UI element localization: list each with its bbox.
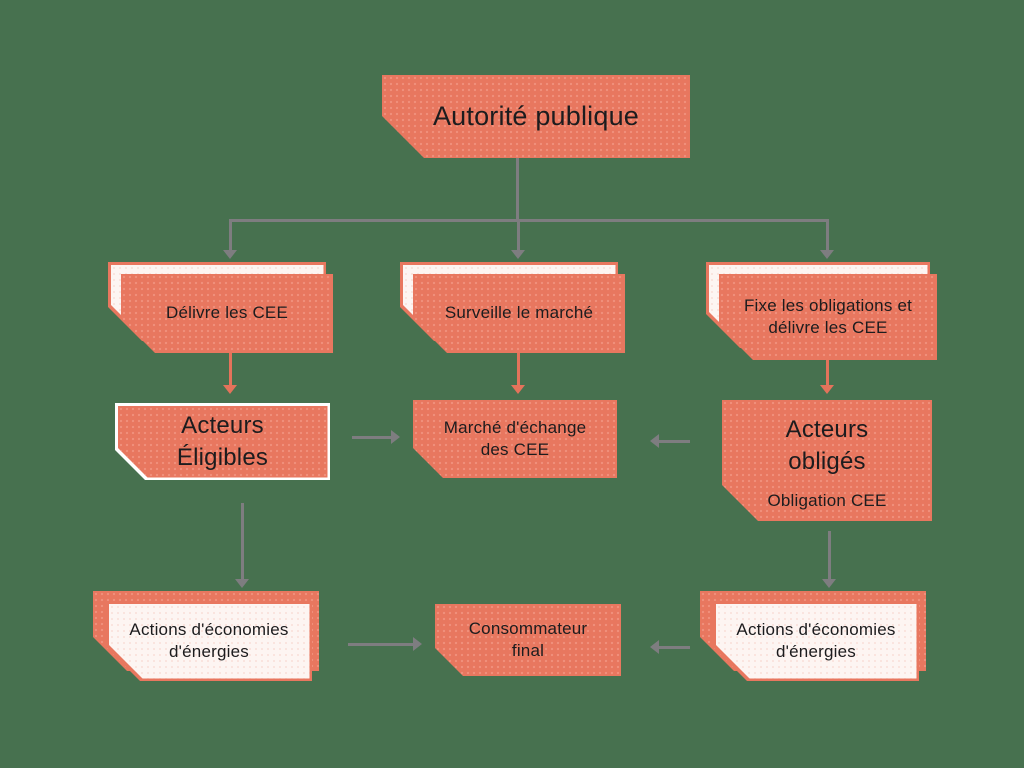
arrow-eligibles-to-marche [352,430,400,444]
surveille-front-sheet: Surveille le marché [413,274,625,353]
delivre-front-sheet: Délivre les CEE [121,274,333,353]
actions-right-front-sheet: Actions d'économies d'énergies [713,601,919,681]
marche-label: Marché d'échange des CEE [443,417,587,459]
obliges-label: Acteurs obligés [785,416,869,475]
arrow-actions-left-to-consommateur [348,637,422,651]
arrow-autorite-to-delivre [223,221,237,259]
arrow-obliges-to-marche [650,434,690,448]
autorite-sheet: Autorité publique [382,75,690,158]
arrow-delivre-to-eligibles [223,351,237,394]
autorite-label: Autorité publique [432,100,640,131]
connector-trunk-line [516,158,519,222]
arrow-fixe-to-obliges [820,351,834,394]
actions-right-label: Actions d'économies d'énergies [736,619,896,661]
consommateur-label: Consommateur final [468,618,588,660]
arrow-eligibles-to-actions [235,503,249,588]
arrow-autorite-to-fixe [820,221,834,259]
eligibles-label: Acteurs Éligibles [176,411,269,471]
consommateur-sheet: Consommateur final [435,604,621,676]
obliges-sublabel: Obligation CEE [767,490,887,510]
connector-branch-line [229,219,829,222]
obliges-sheet: Acteurs obligés Obligation CEE [722,400,932,521]
eligibles-sheet: Acteurs Éligibles [115,403,330,480]
actions-left-front-sheet: Actions d'économies d'énergies [106,601,312,681]
arrow-actions-right-to-consommateur [650,640,690,654]
actions-left-label: Actions d'économies d'énergies [129,619,289,661]
marche-sheet: Marché d'échange des CEE [413,400,617,478]
delivre-label: Délivre les CEE [165,303,289,323]
obliges-label-group: Acteurs obligés Obligation CEE [722,400,932,521]
arrow-obliges-to-actions [822,531,836,588]
arrow-surveille-to-marche [511,351,525,394]
arrow-autorite-to-surveille [511,221,525,259]
fixe-label: Fixe les obligations et délivre les CEE [743,295,913,337]
surveille-label: Surveille le marché [444,303,594,323]
fixe-front-sheet: Fixe les obligations et délivre les CEE [719,274,937,360]
